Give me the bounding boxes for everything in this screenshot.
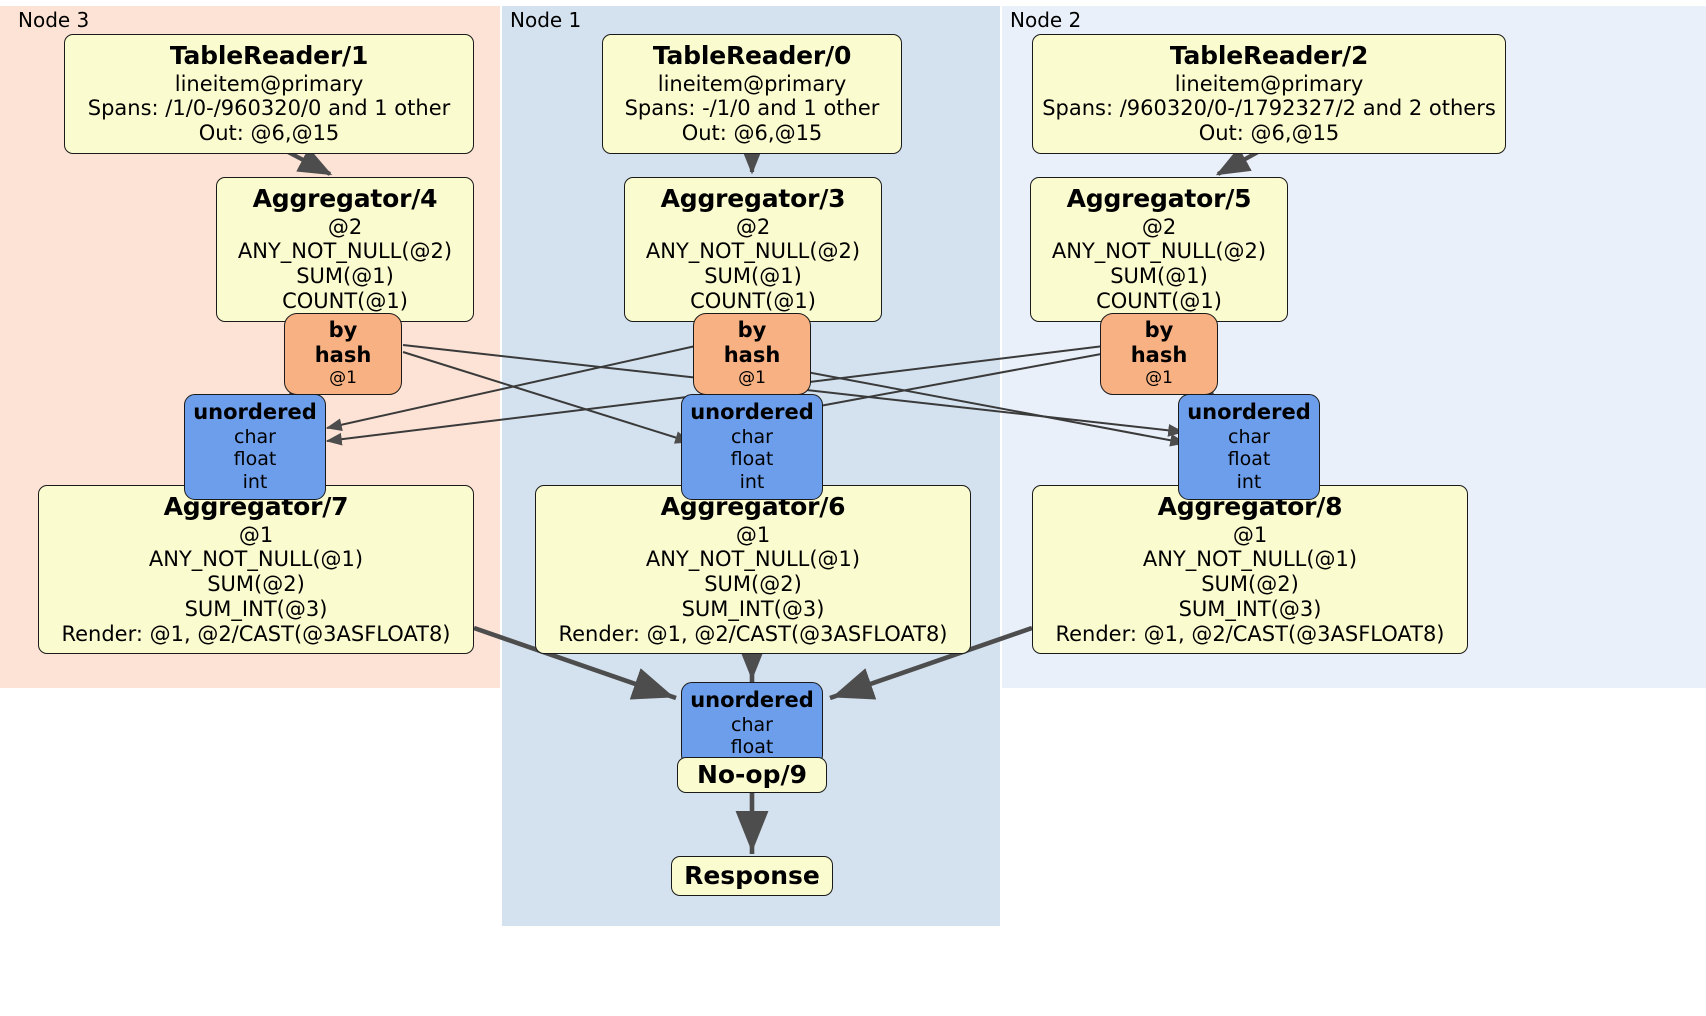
processor-detail: Out: @6,@15 xyxy=(681,121,823,146)
processor-detail: SUM(@2) xyxy=(704,572,802,597)
processor-noop-9[interactable]: No-op/9 xyxy=(677,757,827,793)
processor-detail: ANY_NOT_NULL(@1) xyxy=(1142,547,1358,572)
processor-render: Render: @1, @2/CAST(@3ASFLOAT8) xyxy=(61,621,451,646)
processor-detail: ANY_NOT_NULL(@1) xyxy=(148,547,364,572)
processor-table-reader-2[interactable]: TableReader/2 lineitem@primary Spans: /9… xyxy=(1032,34,1506,154)
synchronizer-type: char xyxy=(234,425,276,448)
processor-aggregator-8[interactable]: Aggregator/8 @1 ANY_NOT_NULL(@1) SUM(@2)… xyxy=(1032,485,1468,655)
router-by-hash-node1[interactable]: by hash @1 xyxy=(693,313,811,395)
node-panel-label-node2: Node 2 xyxy=(1010,8,1082,32)
processor-render: Render: @1, @2/CAST(@3ASFLOAT8) xyxy=(558,621,948,646)
synchronizer-unordered-node2[interactable]: unordered char float int xyxy=(1178,394,1320,500)
processor-detail: SUM(@2) xyxy=(207,572,305,597)
processor-detail: lineitem@primary xyxy=(1174,71,1364,96)
processor-detail: SUM_INT(@3) xyxy=(184,596,328,621)
router-detail: @1 xyxy=(329,367,357,388)
processor-detail: @2 xyxy=(327,214,363,239)
processor-detail: Spans: -/1/0 and 1 other xyxy=(624,96,880,121)
synchronizer-type: int xyxy=(739,470,765,493)
processor-response[interactable]: Response xyxy=(671,856,833,896)
synchronizer-type: char xyxy=(731,713,773,736)
processor-detail: ANY_NOT_NULL(@2) xyxy=(645,239,861,264)
processor-detail: @1 xyxy=(1232,522,1268,547)
node-panel-label-node1: Node 1 xyxy=(510,8,582,32)
processor-detail: Spans: /960320/0-/1792327/2 and 2 others xyxy=(1042,96,1496,121)
processor-detail: @1 xyxy=(735,522,771,547)
processor-detail: lineitem@primary xyxy=(174,71,364,96)
processor-aggregator-3[interactable]: Aggregator/3 @2 ANY_NOT_NULL(@2) SUM(@1)… xyxy=(624,177,882,322)
processor-detail: COUNT(@1) xyxy=(1096,288,1222,313)
processor-title: Aggregator/4 xyxy=(252,184,438,213)
synchronizer-title: unordered xyxy=(690,688,814,712)
node-panel-label-node3: Node 3 xyxy=(18,8,90,32)
processor-detail: Spans: /1/0-/960320/0 and 1 other xyxy=(87,96,451,121)
processor-table-reader-1[interactable]: TableReader/1 lineitem@primary Spans: /1… xyxy=(64,34,474,154)
synchronizer-title: unordered xyxy=(1187,400,1311,424)
router-detail: @1 xyxy=(1145,367,1173,388)
processor-detail: @2 xyxy=(1141,214,1177,239)
router-detail: @1 xyxy=(738,367,766,388)
processor-title: Aggregator/3 xyxy=(660,184,846,213)
synchronizer-type: float xyxy=(730,736,774,759)
processor-title: TableReader/1 xyxy=(169,41,369,70)
processor-detail: @2 xyxy=(735,214,771,239)
processor-title: No-op/9 xyxy=(696,760,808,790)
processor-aggregator-7[interactable]: Aggregator/7 @1 ANY_NOT_NULL(@1) SUM(@2)… xyxy=(38,485,474,655)
processor-aggregator-5[interactable]: Aggregator/5 @2 ANY_NOT_NULL(@2) SUM(@1)… xyxy=(1030,177,1288,322)
processor-detail: ANY_NOT_NULL(@2) xyxy=(237,239,453,264)
processor-render: Render: @1, @2/CAST(@3ASFLOAT8) xyxy=(1055,621,1445,646)
processor-aggregator-6[interactable]: Aggregator/6 @1 ANY_NOT_NULL(@1) SUM(@2)… xyxy=(535,485,971,655)
synchronizer-title: unordered xyxy=(193,400,317,424)
processor-detail: Out: @6,@15 xyxy=(1198,121,1340,146)
processor-detail: SUM(@2) xyxy=(1201,572,1299,597)
processor-detail: lineitem@primary xyxy=(657,71,847,96)
processor-detail: COUNT(@1) xyxy=(690,288,816,313)
synchronizer-type: float xyxy=(233,448,277,471)
processor-detail: @1 xyxy=(238,522,274,547)
synchronizer-unordered-final[interactable]: unordered char float xyxy=(681,682,823,766)
processor-title: Aggregator/5 xyxy=(1066,184,1252,213)
processor-detail: SUM(@1) xyxy=(704,264,802,289)
processor-detail: ANY_NOT_NULL(@2) xyxy=(1051,239,1267,264)
processor-title: TableReader/0 xyxy=(652,41,852,70)
processor-detail: COUNT(@1) xyxy=(282,288,408,313)
synchronizer-type: int xyxy=(242,470,268,493)
router-title: by hash xyxy=(723,318,781,367)
synchronizer-unordered-node3[interactable]: unordered char float int xyxy=(184,394,326,500)
router-by-hash-node2[interactable]: by hash @1 xyxy=(1100,313,1218,395)
processor-table-reader-0[interactable]: TableReader/0 lineitem@primary Spans: -/… xyxy=(602,34,902,154)
processor-detail: SUM(@1) xyxy=(296,264,394,289)
processor-detail: ANY_NOT_NULL(@1) xyxy=(645,547,861,572)
router-title: by hash xyxy=(1130,318,1188,367)
synchronizer-type: float xyxy=(1227,448,1271,471)
processor-aggregator-4[interactable]: Aggregator/4 @2 ANY_NOT_NULL(@2) SUM(@1)… xyxy=(216,177,474,322)
synchronizer-unordered-node1[interactable]: unordered char float int xyxy=(681,394,823,500)
synchronizer-type: char xyxy=(731,425,773,448)
synchronizer-type: float xyxy=(730,448,774,471)
router-title: by hash xyxy=(314,318,372,367)
processor-title: TableReader/2 xyxy=(1169,41,1369,70)
synchronizer-type: int xyxy=(1236,470,1262,493)
synchronizer-type: char xyxy=(1228,425,1270,448)
processor-title: Response xyxy=(684,861,820,891)
processor-detail: SUM_INT(@3) xyxy=(681,596,825,621)
synchronizer-title: unordered xyxy=(690,400,814,424)
processor-detail: SUM(@1) xyxy=(1110,264,1208,289)
processor-detail: SUM_INT(@3) xyxy=(1178,596,1322,621)
router-by-hash-node3[interactable]: by hash @1 xyxy=(284,313,402,395)
processor-detail: Out: @6,@15 xyxy=(198,121,340,146)
